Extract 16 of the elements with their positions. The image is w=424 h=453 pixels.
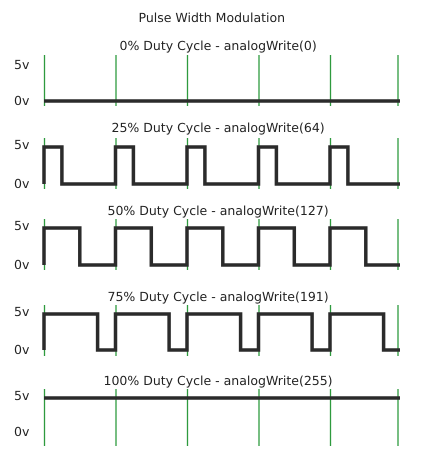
chart-heading: 100% Duty Cycle - analogWrite(255) <box>104 373 333 388</box>
voltage-label: 0v <box>14 424 30 439</box>
chart-heading: 0% Duty Cycle - analogWrite(0) <box>120 38 317 53</box>
voltage-label: 0v <box>14 257 30 272</box>
voltage-label: 5v <box>14 388 30 403</box>
voltage-label: 0v <box>14 93 30 108</box>
chart-heading: 50% Duty Cycle - analogWrite(127) <box>108 203 329 218</box>
diagram-title: Pulse Width Modulation <box>138 10 286 25</box>
voltage-label: 5v <box>14 137 30 152</box>
voltage-label: 5v <box>14 218 30 233</box>
voltage-label: 0v <box>14 176 30 191</box>
voltage-label: 5v <box>14 57 30 72</box>
voltage-label: 5v <box>14 304 30 319</box>
voltage-label: 0v <box>14 342 30 357</box>
chart-heading: 75% Duty Cycle - analogWrite(191) <box>108 289 329 304</box>
chart-heading: 25% Duty Cycle - analogWrite(64) <box>112 120 325 135</box>
